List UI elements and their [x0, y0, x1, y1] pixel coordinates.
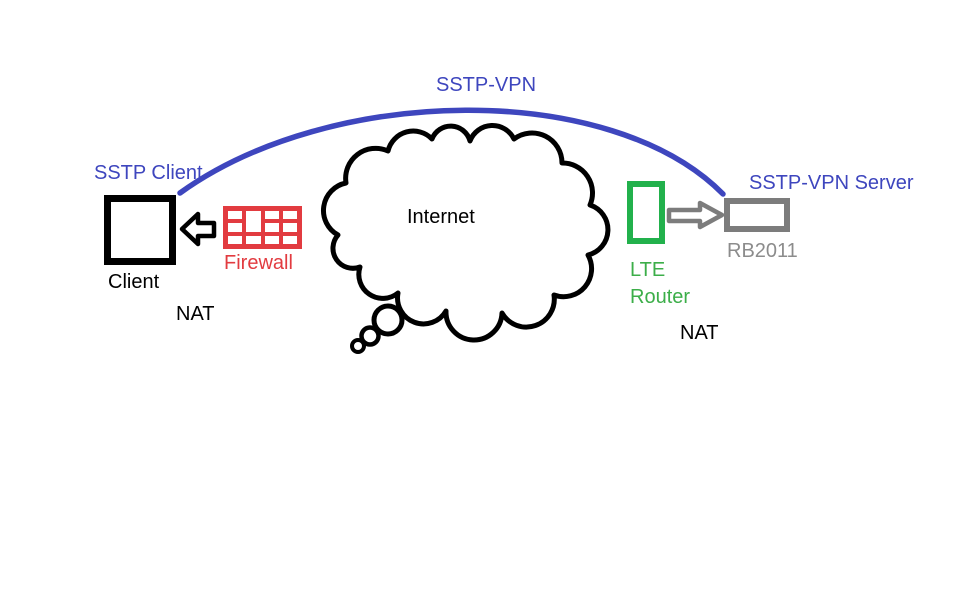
rb2011-box — [724, 198, 790, 232]
firewall-brick — [228, 223, 243, 232]
sstp-client-label: SSTP Client — [94, 162, 203, 184]
cloud-tail-bubble-large — [371, 303, 405, 337]
firewall-icon — [223, 206, 302, 249]
firewall-brick — [246, 235, 261, 244]
sstp-vpn-server-label: SSTP-VPN Server — [749, 172, 914, 194]
lte-label-line1: LTE — [630, 259, 666, 281]
firewall-brick — [264, 235, 279, 244]
firewall-brick — [264, 211, 279, 220]
firewall-brick — [228, 211, 243, 220]
vpn-tunnel-curve-icon — [177, 107, 726, 197]
firewall-brick — [282, 211, 297, 220]
cloud-tail-bubble-medium — [359, 325, 381, 347]
firewall-brick — [264, 223, 279, 232]
lte-router-box — [627, 181, 665, 244]
client-label: Client — [108, 271, 160, 293]
internet-label: Internet — [407, 206, 475, 228]
client-box — [104, 195, 176, 265]
lte-label-line2: Router — [630, 286, 691, 308]
cloud-tail-bubble-small — [350, 338, 366, 354]
firewall-brick — [228, 235, 243, 244]
vpn-tunnel-label: SSTP-VPN — [436, 74, 537, 96]
arrow-right-icon — [666, 200, 725, 230]
internet-cloud-icon — [320, 123, 611, 343]
firewall-brick — [282, 235, 297, 244]
firewall-label: Firewall — [224, 252, 293, 274]
firewall-brick — [246, 211, 261, 232]
firewall-brick — [282, 223, 297, 232]
arrow-left-icon — [179, 211, 217, 247]
nat-left-label: NAT — [176, 303, 215, 325]
rb2011-label: RB2011 — [727, 240, 798, 262]
nat-right-label: NAT — [680, 322, 719, 344]
